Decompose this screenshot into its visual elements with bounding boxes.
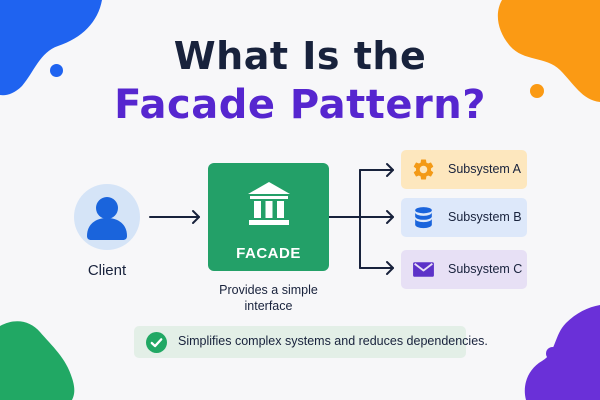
blue-dot-decoration (50, 64, 63, 77)
facade-box (208, 163, 329, 271)
purple-blob-decoration (524, 305, 600, 400)
gear-icon (413, 159, 434, 180)
orange-dot-decoration (530, 84, 544, 98)
page-title-line-2: Facade Pattern? (114, 82, 486, 128)
envelope-icon (413, 262, 434, 277)
database-icon (415, 207, 432, 229)
green-blob-decoration (0, 321, 75, 400)
benefit-note: Simplifies complex systems and reduces d… (134, 326, 488, 358)
page-title-line-1: What Is the (173, 34, 427, 78)
benefit-note-text: Simplifies complex systems and reduces d… (178, 334, 488, 348)
check-circle-icon (146, 332, 167, 353)
subsystem-b-label: Subsystem B (448, 210, 522, 224)
subsystem-c-box: Subsystem C (401, 250, 527, 289)
facade-label: FACADE (236, 245, 301, 262)
client-label: Client (87, 262, 127, 279)
subsystem-a-box: Subsystem A (401, 150, 527, 189)
orange-blob-decoration (497, 0, 600, 102)
subsystem-a-label: Subsystem A (448, 162, 521, 176)
subsystem-b-box: Subsystem B (401, 198, 527, 237)
building-columns-icon (248, 182, 290, 225)
facade-caption: Provides a simple interface (219, 283, 318, 313)
client-avatar (74, 184, 140, 250)
purple-dot-decoration (546, 347, 559, 360)
subsystem-c-label: Subsystem C (448, 262, 523, 276)
blue-blob-decoration (0, 0, 102, 96)
person-icon (87, 197, 127, 240)
